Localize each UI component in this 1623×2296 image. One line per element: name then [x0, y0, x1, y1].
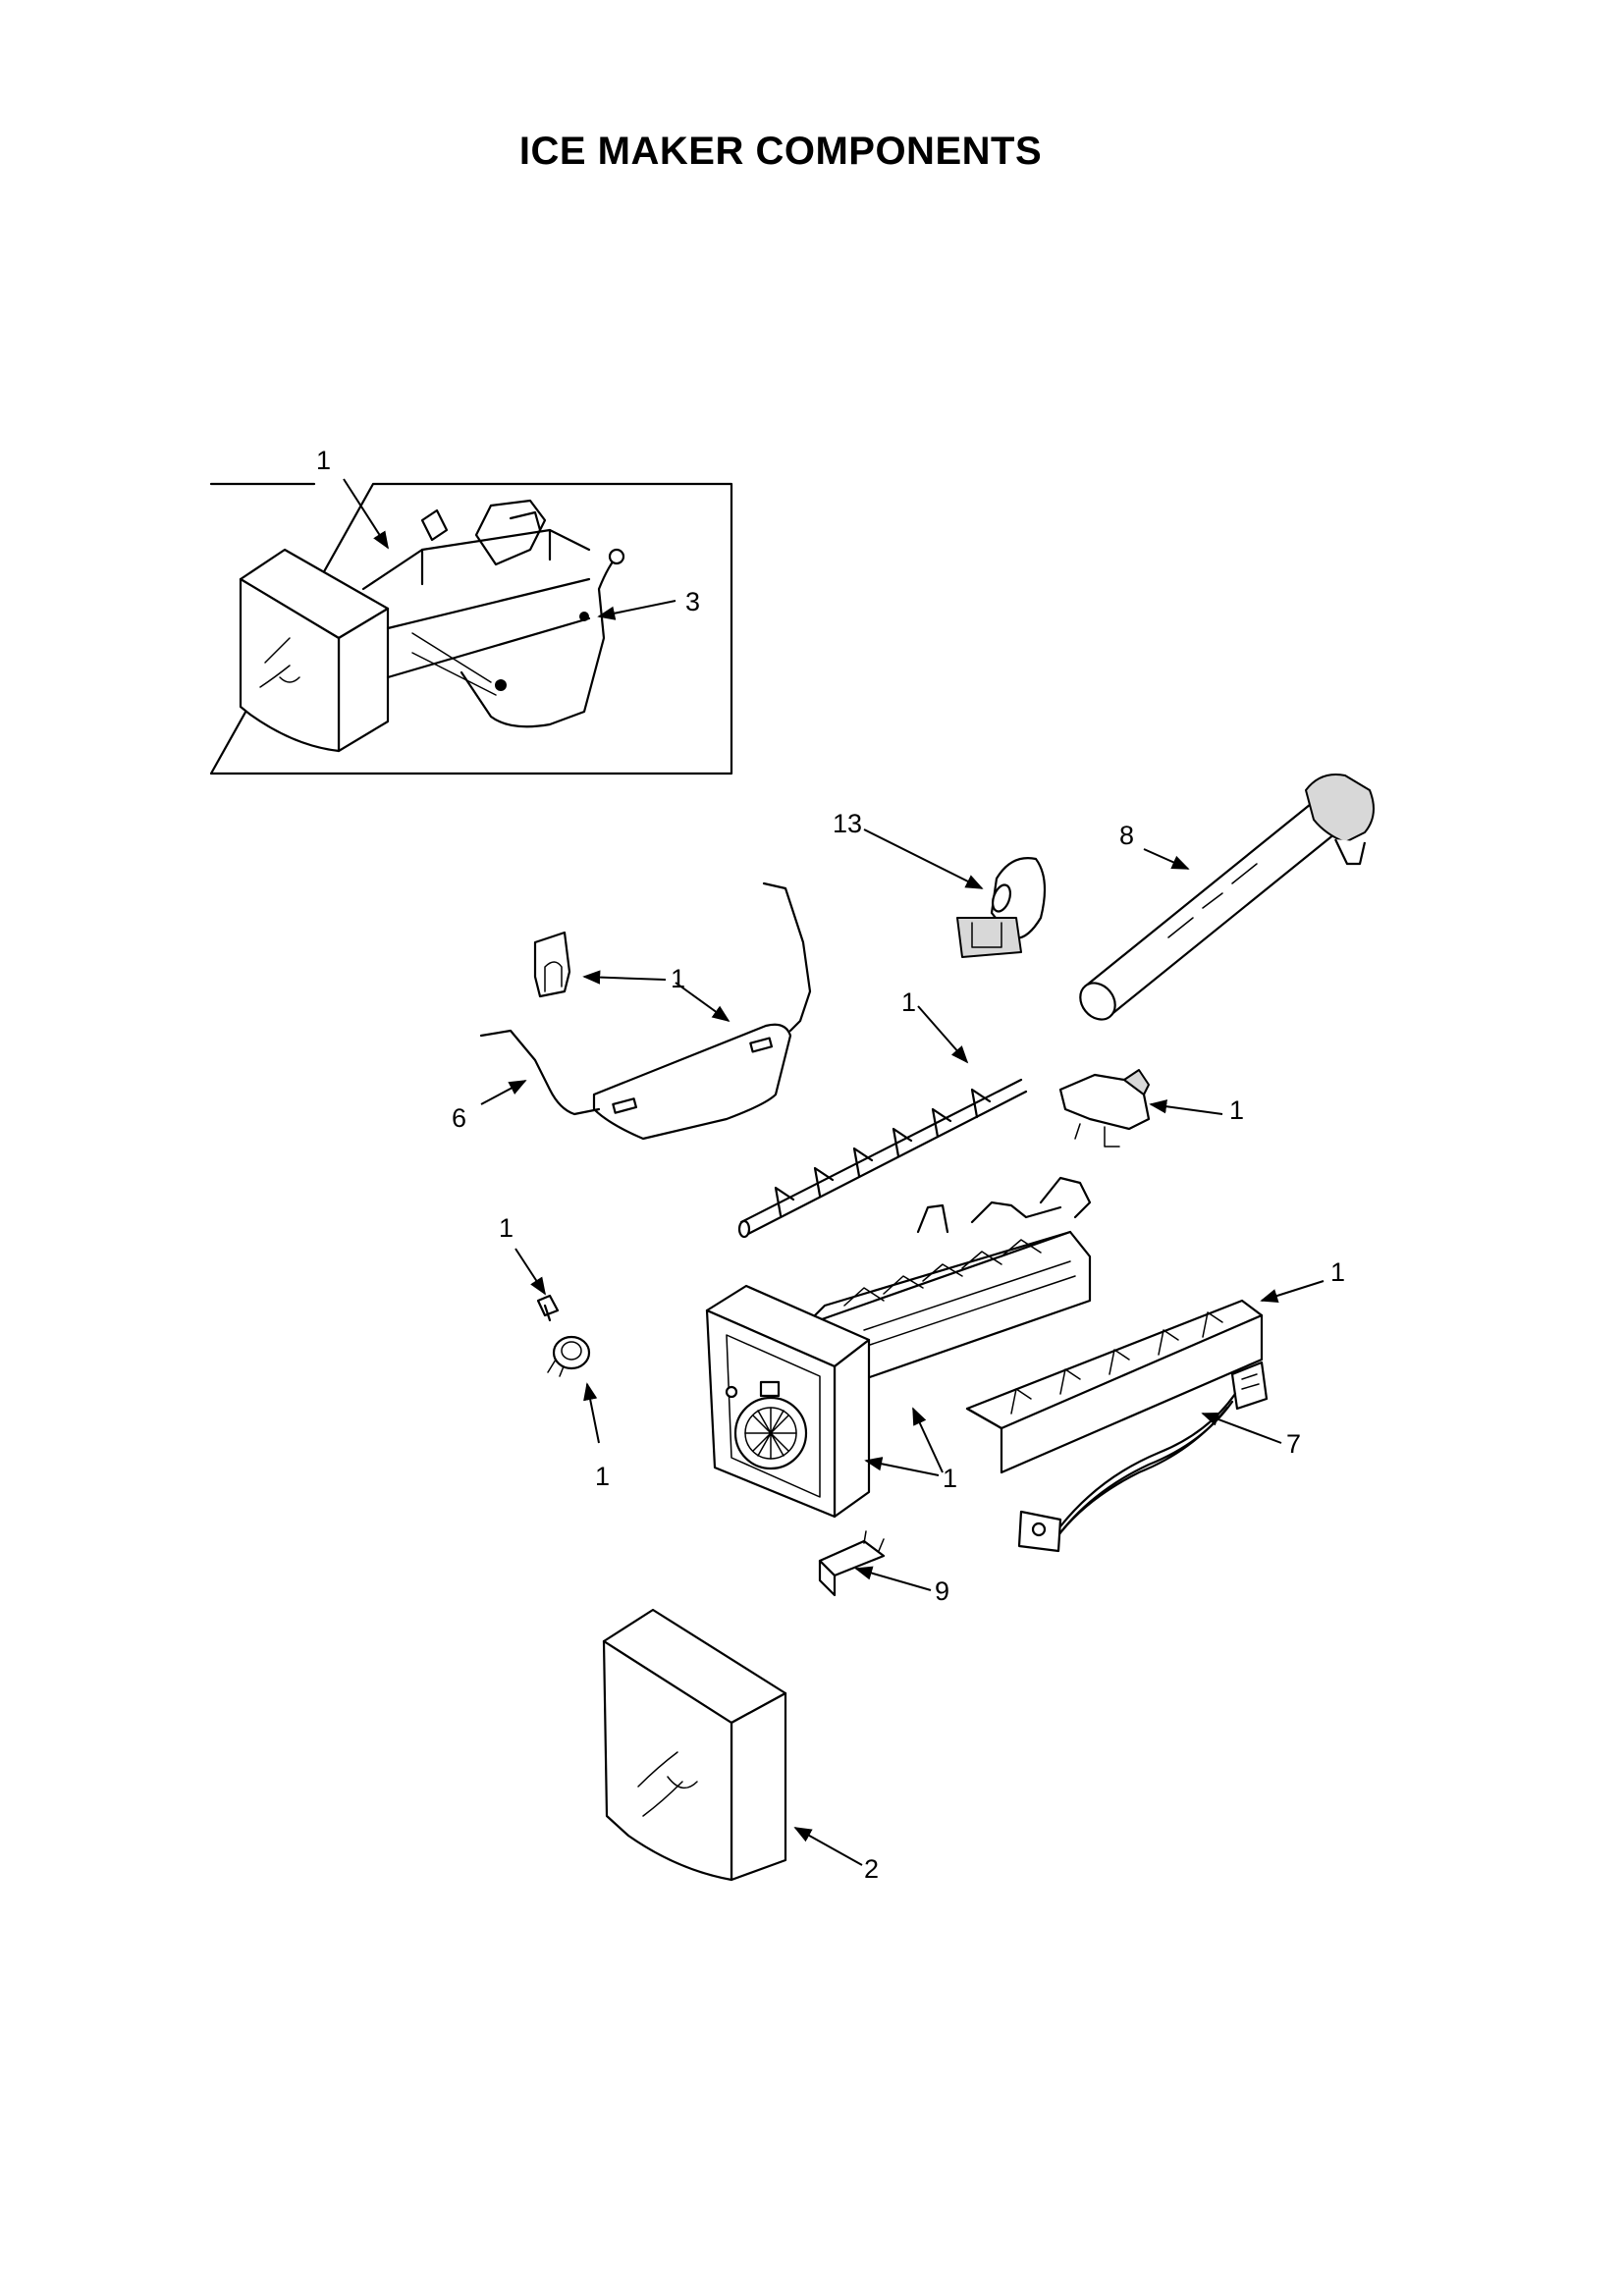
wire-harness-6: [479, 1029, 601, 1116]
callout-ejector: 1: [901, 988, 916, 1017]
heater-wire-upper: [762, 881, 812, 1033]
callout-fill-cup: 13: [833, 809, 862, 838]
inset-assembly-view: [209, 482, 733, 775]
callout-wire-harness-7: 7: [1286, 1429, 1301, 1459]
inset-screw-marker: [495, 679, 507, 691]
callout-stripper: 1: [1330, 1257, 1345, 1287]
fill-tube: [1079, 774, 1375, 1021]
callout-front-cover: 2: [864, 1854, 879, 1884]
mounting-clip: [533, 931, 571, 998]
callout-inset-screw: 3: [685, 587, 700, 616]
callout-inset-assembly: 1: [316, 446, 331, 475]
page-title: ICE MAKER COMPONENTS: [518, 130, 1043, 173]
callout-fill-tube: 8: [1119, 821, 1134, 850]
front-cover: [602, 1608, 787, 1882]
mold-body: [705, 1176, 1092, 1519]
callout-wire-harness-6: 6: [452, 1103, 466, 1133]
callout-thermostat-clip: 1: [499, 1213, 514, 1243]
shutoff-lever: [1058, 1069, 1151, 1148]
thermostat-clip: [536, 1294, 560, 1322]
ejector: [737, 1078, 1028, 1239]
callout-shutoff-lever: 1: [1229, 1095, 1244, 1125]
inset-front-cover: [239, 548, 390, 753]
mold-cover-plate: [592, 1023, 792, 1141]
fill-cup: [956, 857, 1047, 958]
stripper: [965, 1299, 1264, 1474]
callout-bracket: 9: [935, 1576, 949, 1606]
bracket: [818, 1530, 886, 1597]
callout-mold-body: 1: [943, 1464, 957, 1493]
thermostat: [547, 1335, 591, 1377]
callout-thermostat: 1: [595, 1462, 610, 1491]
